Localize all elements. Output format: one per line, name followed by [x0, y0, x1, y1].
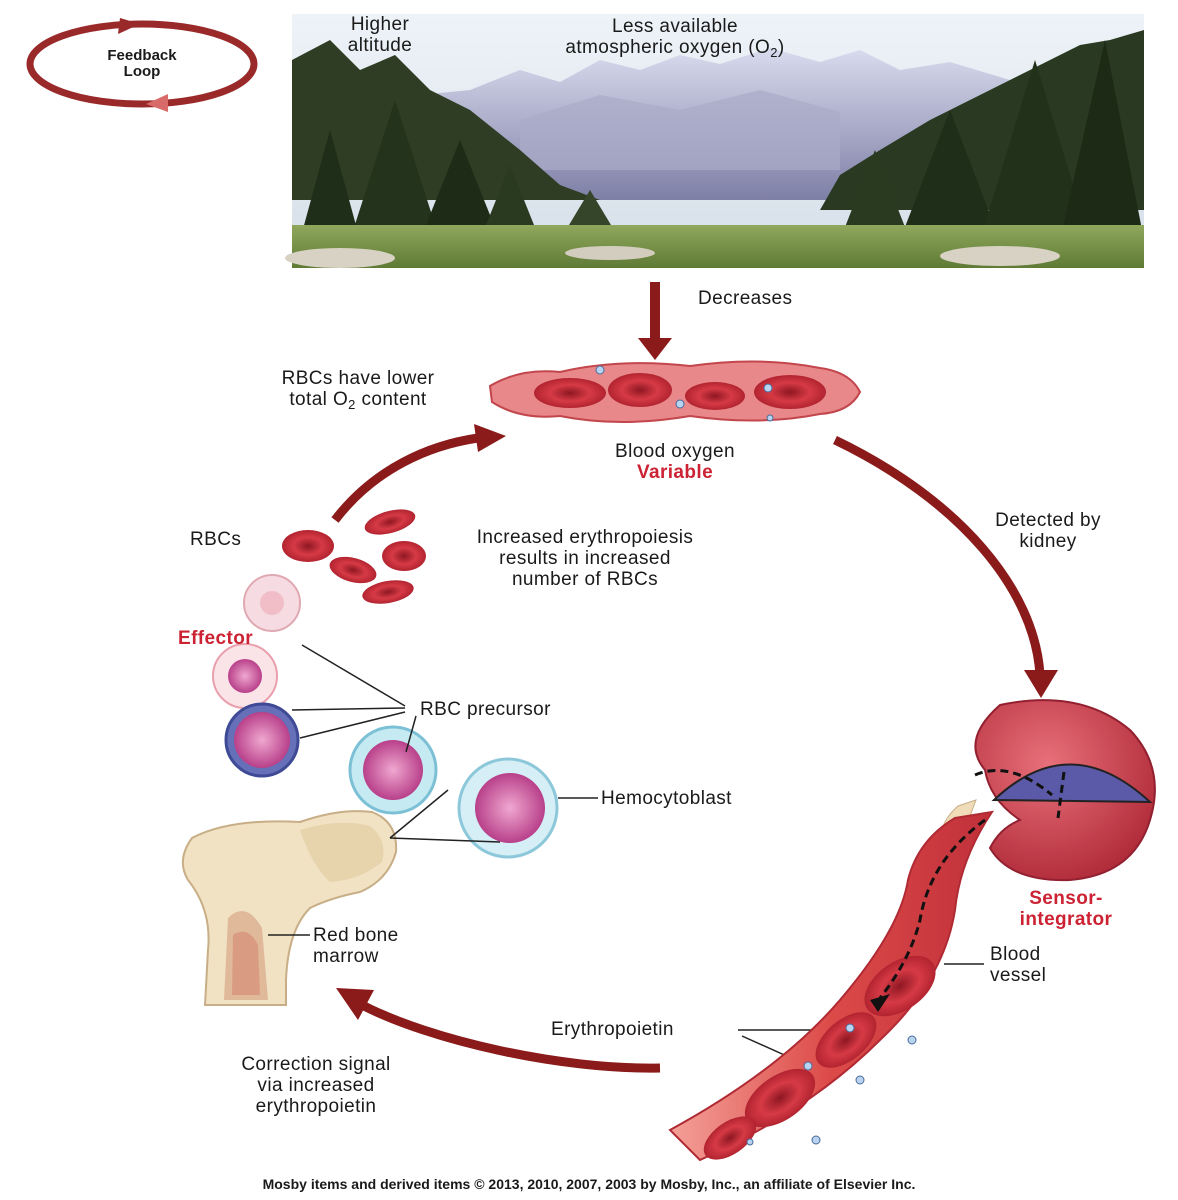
correction-line2: via increased: [257, 1075, 375, 1096]
rbc-lower-line1: RBCs have lower: [281, 368, 435, 389]
mountain-landscape-image: [285, 14, 1144, 268]
correction-line3: erythropoietin: [255, 1096, 377, 1117]
erythropoietin-label: Erythropoietin: [551, 1019, 674, 1040]
sensor-line1: Sensor-: [1029, 888, 1103, 909]
correction-arrow: [359, 1000, 661, 1073]
rbc-return-arrow: [331, 433, 479, 523]
detected-line2: kidney: [1019, 531, 1077, 552]
blood-oxygen-label: Blood oxygen Variable: [560, 441, 790, 483]
detected-by-kidney-label: Detected by kidney: [968, 510, 1128, 552]
feedback-loop-line2: Loop: [123, 63, 161, 80]
feedback-loop-icon: [26, 18, 258, 112]
blood-vessel-top: [488, 360, 862, 423]
red-bone-marrow-line1: Red bone: [313, 925, 399, 946]
blood-vessel-bottom: [668, 810, 995, 1162]
increased-erythropoiesis-label: Increased erythropoiesis results in incr…: [420, 527, 750, 590]
copyright-notice: Mosby items and derived items © 2013, 20…: [262, 1176, 916, 1192]
oxygen-line2-subscript: 2: [770, 45, 778, 60]
correction-signal-label: Correction signal via increased erythrop…: [196, 1054, 436, 1117]
sensor-integrator-label: Sensor- integrator: [996, 888, 1136, 930]
blood-oxygen-line1: Blood oxygen: [615, 441, 735, 462]
decreases-label: Decreases: [698, 288, 793, 309]
increased-line1: Increased erythropoiesis: [476, 527, 694, 548]
altitude-label: Higher altitude: [330, 14, 430, 56]
rbc-lower-line2-suffix: content: [355, 389, 427, 410]
oxygen-line2-prefix: atmospheric oxygen (O: [565, 37, 771, 58]
rbc-lower-line2: total O2 content: [226, 389, 490, 415]
rbcs-label: RBCs: [190, 529, 242, 550]
increased-line2: results in increased: [499, 548, 671, 569]
feedback-loop-line1: Feedback: [107, 47, 177, 64]
hemocytoblast-label: Hemocytoblast: [601, 788, 732, 809]
kidney-illustration: [939, 699, 1156, 882]
sensor-line2: integrator: [1019, 909, 1113, 930]
bone-illustration: [181, 810, 398, 1006]
blood-vessel-label: Blood vessel: [990, 944, 1046, 986]
blood-vessel-line1: Blood: [990, 944, 1041, 965]
detected-arrow: [833, 435, 1045, 676]
correction-arrowhead: [336, 988, 374, 1020]
rbc-precursor-label: RBC precursor: [420, 699, 551, 720]
red-bone-marrow-label: Red bone marrow: [313, 925, 399, 967]
oxygen-availability-label: Less available atmospheric oxygen (O2): [505, 16, 845, 63]
rbc-cluster: [282, 509, 426, 604]
blood-vessel-line2: vessel: [990, 965, 1047, 986]
variable-label: Variable: [636, 462, 714, 483]
red-bone-marrow-line2: marrow: [313, 946, 379, 967]
rbc-lower-line2-prefix: total O: [289, 389, 349, 410]
feedback-loop-label: Feedback Loop: [82, 48, 202, 80]
decreases-arrow: [638, 282, 672, 360]
altitude-line2: altitude: [347, 35, 413, 56]
oxygen-line2: atmospheric oxygen (O2): [505, 37, 845, 63]
rbc-lower-line2-subscript: 2: [348, 397, 356, 412]
increased-line3: number of RBCs: [511, 569, 659, 590]
correction-line1: Correction signal: [241, 1054, 391, 1075]
altitude-line1: Higher: [350, 14, 410, 35]
detected-arrowhead: [1024, 670, 1058, 698]
precursor-cells: [212, 574, 559, 859]
leader-lines: [268, 644, 984, 1063]
oxygen-line2-suffix: ): [777, 37, 785, 58]
rbc-return-arrowhead: [474, 424, 506, 452]
rbc-lower-o2-label: RBCs have lower total O2 content: [226, 368, 490, 415]
oxygen-line1: Less available: [611, 16, 738, 37]
effector-label: Effector: [178, 628, 253, 649]
detected-line1: Detected by: [995, 510, 1101, 531]
